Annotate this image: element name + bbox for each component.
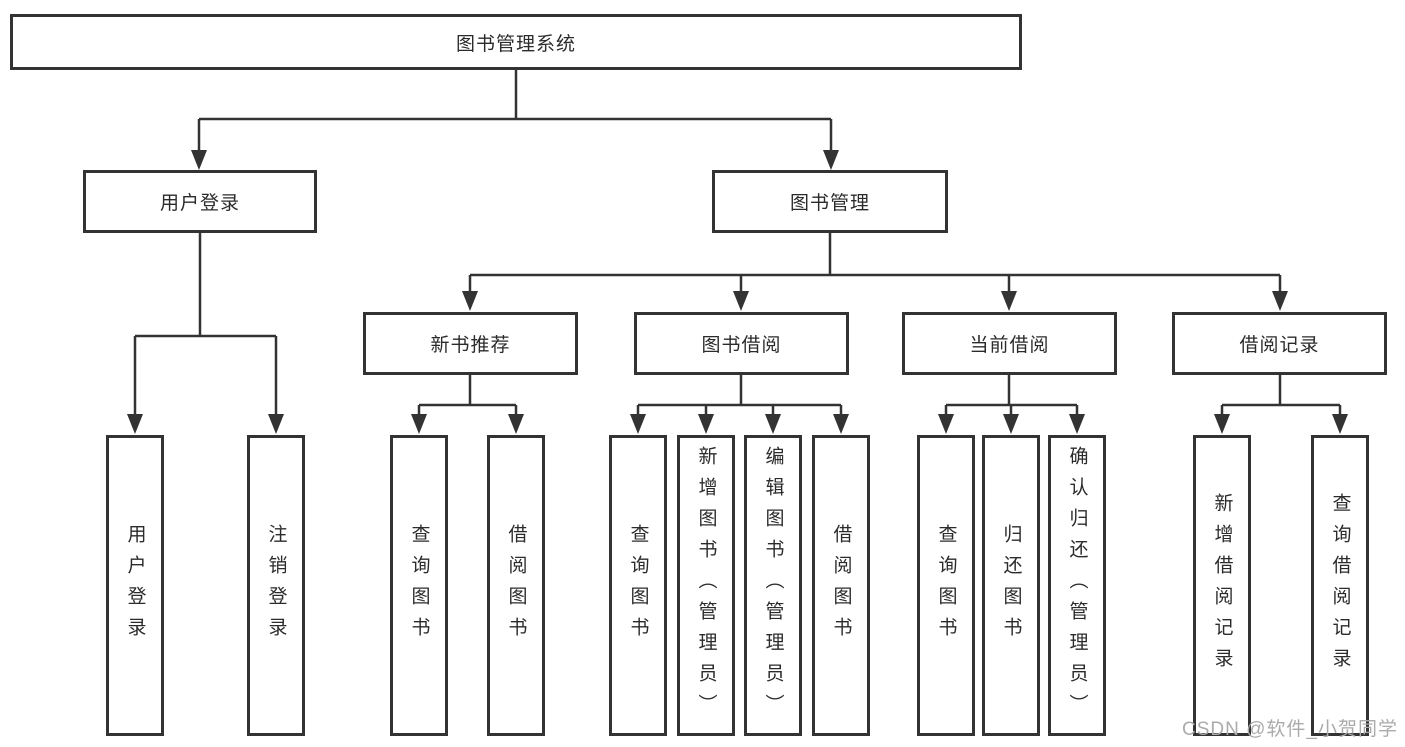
leaf-query-books-3-label: 查询图书 <box>935 523 957 648</box>
node-book-management-label: 图书管理 <box>789 193 870 214</box>
arrow-down-icon <box>462 291 478 311</box>
arrow-down-icon <box>411 414 427 434</box>
leaf-borrow-books-2-label: 借阅图书 <box>830 523 852 648</box>
connector-user-login <box>133 233 278 416</box>
watermark-text: CSDN @软件_小贺同学 <box>1182 719 1398 740</box>
node-root-label: 图书管理系统 <box>455 33 576 55</box>
leaf-query-borrow-record-label: 查询借阅记录 <box>1329 492 1351 679</box>
leaf-query-books-2-label: 查询图书 <box>627 523 649 648</box>
arrow-down-icon <box>1001 291 1017 311</box>
leaf-confirm-return-admin: 确认归还（管理员） <box>1048 435 1106 736</box>
arrow-down-icon <box>1069 414 1085 434</box>
arrow-down-icon <box>938 414 954 434</box>
node-book-borrow-label: 图书借阅 <box>701 335 782 356</box>
leaf-query-books-1-label: 查询图书 <box>408 523 430 648</box>
leaf-user-login: 用户登录 <box>106 435 164 736</box>
connector-book-borrow <box>636 375 843 416</box>
leaf-user-login-label: 用户登录 <box>124 523 146 648</box>
arrow-down-icon <box>268 414 284 434</box>
node-current-borrow-label: 当前借阅 <box>969 335 1050 356</box>
leaf-add-books-admin-label: 新增图书（管理员） <box>695 446 717 725</box>
leaf-borrow-books-2: 借阅图书 <box>812 435 870 736</box>
arrow-down-icon <box>823 150 839 170</box>
leaf-edit-books-admin: 编辑图书（管理员） <box>744 435 802 736</box>
leaf-query-books-3: 查询图书 <box>917 435 975 736</box>
node-book-management: 图书管理 <box>712 170 948 233</box>
arrow-down-icon <box>1332 414 1348 434</box>
arrow-down-icon <box>127 414 143 434</box>
arrow-down-icon <box>1214 414 1230 434</box>
connector-current-borrow <box>944 375 1079 416</box>
arrow-down-icon <box>508 414 524 434</box>
connector-root <box>197 70 833 152</box>
leaf-edit-books-admin-label: 编辑图书（管理员） <box>762 446 784 725</box>
leaf-confirm-return-admin-label: 确认归还（管理员） <box>1066 446 1088 725</box>
node-user-login-label: 用户登录 <box>159 193 240 214</box>
node-user-login: 用户登录 <box>83 170 317 233</box>
arrow-down-icon <box>1272 291 1288 311</box>
leaf-query-books-1: 查询图书 <box>390 435 448 736</box>
arrow-down-icon <box>733 291 749 311</box>
arrow-down-icon <box>1003 414 1019 434</box>
node-new-book-recommend: 新书推荐 <box>363 312 578 375</box>
leaf-add-borrow-record: 新增借阅记录 <box>1193 435 1251 736</box>
leaf-add-borrow-record-label: 新增借阅记录 <box>1211 492 1233 679</box>
leaf-borrow-books-1: 借阅图书 <box>487 435 545 736</box>
node-borrow-records: 借阅记录 <box>1172 312 1387 375</box>
leaf-return-books: 归还图书 <box>982 435 1040 736</box>
leaf-logout: 注销登录 <box>247 435 305 736</box>
arrow-down-icon <box>833 414 849 434</box>
leaf-query-books-2: 查询图书 <box>609 435 667 736</box>
leaf-logout-label: 注销登录 <box>265 523 287 648</box>
leaf-add-books-admin: 新增图书（管理员） <box>677 435 735 736</box>
arrow-down-icon <box>765 414 781 434</box>
leaf-return-books-label: 归还图书 <box>1000 523 1022 648</box>
leaf-borrow-books-1-label: 借阅图书 <box>505 523 527 648</box>
arrow-down-icon <box>698 414 714 434</box>
leaf-query-borrow-record: 查询借阅记录 <box>1311 435 1369 736</box>
node-borrow-records-label: 借阅记录 <box>1239 335 1320 356</box>
connector-book-management <box>468 233 1282 293</box>
node-current-borrow: 当前借阅 <box>902 312 1117 375</box>
node-book-borrow: 图书借阅 <box>634 312 849 375</box>
arrow-down-icon <box>191 150 207 170</box>
node-root: 图书管理系统 <box>10 14 1022 70</box>
connector-new-book-recommend <box>417 375 518 416</box>
arrow-down-icon <box>630 414 646 434</box>
node-new-book-recommend-label: 新书推荐 <box>430 335 511 356</box>
connector-borrow-records <box>1220 375 1342 416</box>
